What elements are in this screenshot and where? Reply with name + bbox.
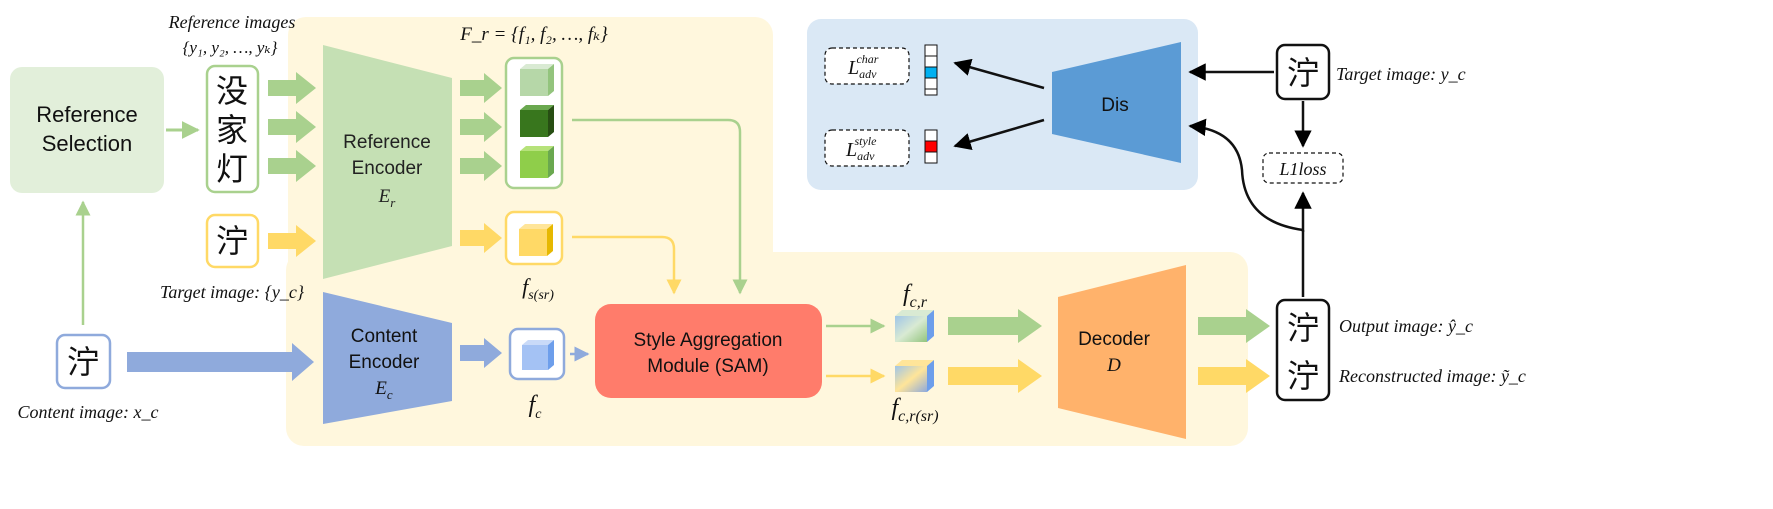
target-char: 泞	[1287, 54, 1319, 92]
reference-encoder-shape	[323, 45, 452, 279]
arrow-refs-to-sam	[572, 118, 748, 295]
feature-cube-f3	[520, 146, 554, 178]
output-image-label: Output image: ŷ_c	[1339, 316, 1473, 336]
fs-label: fs(sr)	[522, 274, 554, 303]
arrow-dis-to-style	[953, 118, 1045, 150]
reference-selection-line1: Reference	[36, 102, 138, 127]
content-char: 泞	[67, 343, 99, 381]
arrow-encoder-to-f2	[460, 112, 502, 142]
reconstructed-image-label: Reconstructed image: ỹ_c	[1338, 366, 1526, 386]
arrow-target-to-encoder	[268, 225, 316, 257]
arrow-ref2-to-encoder	[268, 111, 316, 143]
arrow-fcr-to-decoder	[948, 309, 1042, 343]
output-char: 泞	[1287, 309, 1319, 347]
sam-box	[595, 304, 822, 398]
content-encoder-line2: Encoder	[349, 352, 420, 373]
arrow-encoder-to-fs	[460, 223, 502, 253]
sam-line2: Module (SAM)	[647, 356, 768, 377]
sam-line1: Style Aggregation	[634, 330, 783, 351]
feature-cube-f1	[520, 64, 554, 96]
char-loss-box	[824, 47, 910, 85]
arrow-fs-to-sam	[572, 235, 682, 295]
target-image-box	[1275, 43, 1331, 101]
arrow-encoder-to-f3	[460, 151, 502, 181]
feature-cube-fcr	[895, 310, 934, 342]
dis-label: Dis	[1101, 95, 1128, 116]
style-loss-box	[824, 129, 910, 167]
char-loss-label: Ladvchar	[847, 52, 879, 81]
reference-selection-box	[10, 67, 164, 193]
target-image-set-label: Target image: {y_c}	[160, 282, 305, 302]
decoder-line2: D	[1106, 355, 1121, 376]
arrow-encoder-to-f1	[460, 73, 502, 103]
target-image-input-box	[205, 213, 260, 269]
content-encoder-shape	[323, 292, 452, 424]
decoder-shape	[1058, 265, 1186, 439]
arrow-decoder-to-reconstructed	[1198, 359, 1270, 393]
l1-loss-box	[1262, 152, 1344, 184]
target-char-input: 泞	[216, 222, 248, 260]
arrow-content-to-encoder	[127, 343, 314, 381]
target-image-label: Target image: y_c	[1336, 64, 1466, 84]
style-loss-label: Ladvstyle	[845, 134, 877, 163]
content-encoder-symbol: Ec	[374, 378, 393, 402]
reference-char-2: 家	[216, 111, 248, 149]
output-images-box	[1275, 298, 1331, 402]
reference-encoder-symbol: Er	[378, 186, 397, 210]
fcrsr-label: fc,r(sr)	[891, 395, 938, 425]
fr-set-label: F_r = {f₁, f₂, …, fₖ}	[459, 24, 608, 45]
content-encoder-line1: Content	[351, 326, 418, 347]
dis-shape	[1052, 42, 1181, 163]
char-output-vector	[924, 44, 938, 96]
reference-selection-line2: Selection	[42, 131, 133, 156]
arrow-output-to-dis	[1188, 118, 1304, 232]
reference-encoder-line2: Encoder	[352, 158, 423, 179]
fc-label: fc	[529, 392, 543, 422]
feature-cube-f2	[520, 105, 554, 137]
arrow-ref3-to-encoder	[268, 150, 316, 182]
reference-char-3: 灯	[216, 150, 248, 188]
arrow-encoder-to-fc	[460, 338, 502, 368]
style-output-vector	[924, 129, 938, 164]
arrow-fcrsr-to-decoder	[948, 359, 1042, 393]
feature-cube-fcrsr	[895, 360, 934, 392]
reconstructed-char: 泞	[1287, 357, 1319, 395]
reference-images-box	[205, 64, 260, 194]
arrow-dis-to-char	[953, 58, 1045, 90]
content-image-box	[55, 333, 112, 390]
feature-cube-fc	[522, 340, 554, 370]
decoder-line1: Decoder	[1078, 329, 1150, 350]
reference-encoder-line1: Reference	[343, 132, 431, 153]
reference-images-label: Reference images	[168, 12, 296, 32]
reference-images-set: {y₁, y₂, …, yₖ}	[183, 38, 278, 57]
arrow-decoder-to-output	[1198, 309, 1270, 343]
arrow-ref1-to-encoder	[268, 72, 316, 104]
fcr-label: fc,r	[903, 281, 928, 311]
feature-cube-fs	[519, 224, 553, 256]
content-image-label: Content image: x_c	[18, 402, 159, 422]
reference-char-1: 没	[216, 72, 248, 110]
l1-loss-label: L1loss	[1278, 159, 1326, 179]
